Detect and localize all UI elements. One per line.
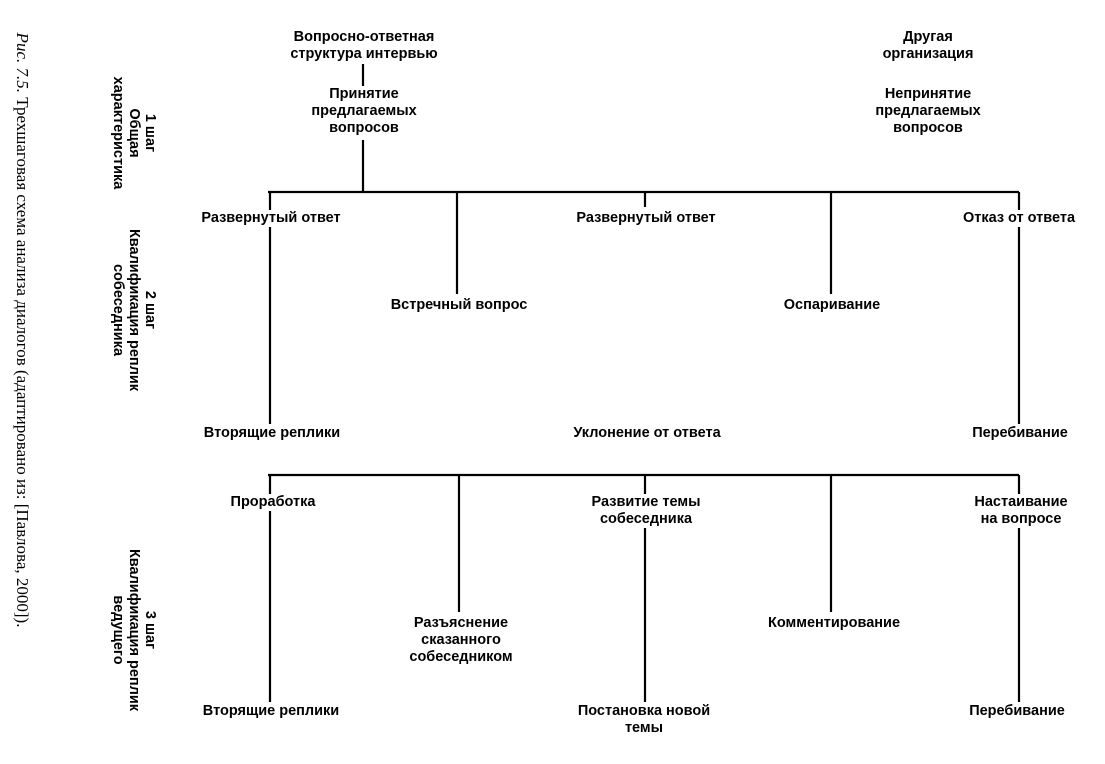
figure-caption: Рис. 7.5. Трехшаговая схема анализа диал… xyxy=(12,33,32,628)
node-commenting: Комментирование xyxy=(764,615,904,632)
node-intruding-remarks-2: Вторящие реплики xyxy=(200,425,344,442)
node-intruding-remarks-3: Вторящие реплики xyxy=(199,703,343,720)
node-interrupting-3: Перебивание xyxy=(966,703,1068,720)
figure-caption-text: Трехшаговая схема анализа диалогов (адап… xyxy=(13,97,32,628)
node-expanded-answer-2: Развернутый ответ xyxy=(573,210,719,227)
node-disputing: Оспаривание xyxy=(780,297,884,314)
node-elaboration: Проработка xyxy=(227,494,319,511)
node-refusal-to-answer: Отказ от ответа xyxy=(959,210,1079,227)
node-expanded-answer-1: Развернутый ответ xyxy=(198,210,344,227)
node-interrupting-2: Перебивание xyxy=(969,425,1071,442)
node-evasion: Уклонение от ответа xyxy=(570,425,724,442)
node-counter-question: Встречный вопрос xyxy=(387,297,531,314)
figure-label: Рис. 7.5. xyxy=(13,32,32,93)
